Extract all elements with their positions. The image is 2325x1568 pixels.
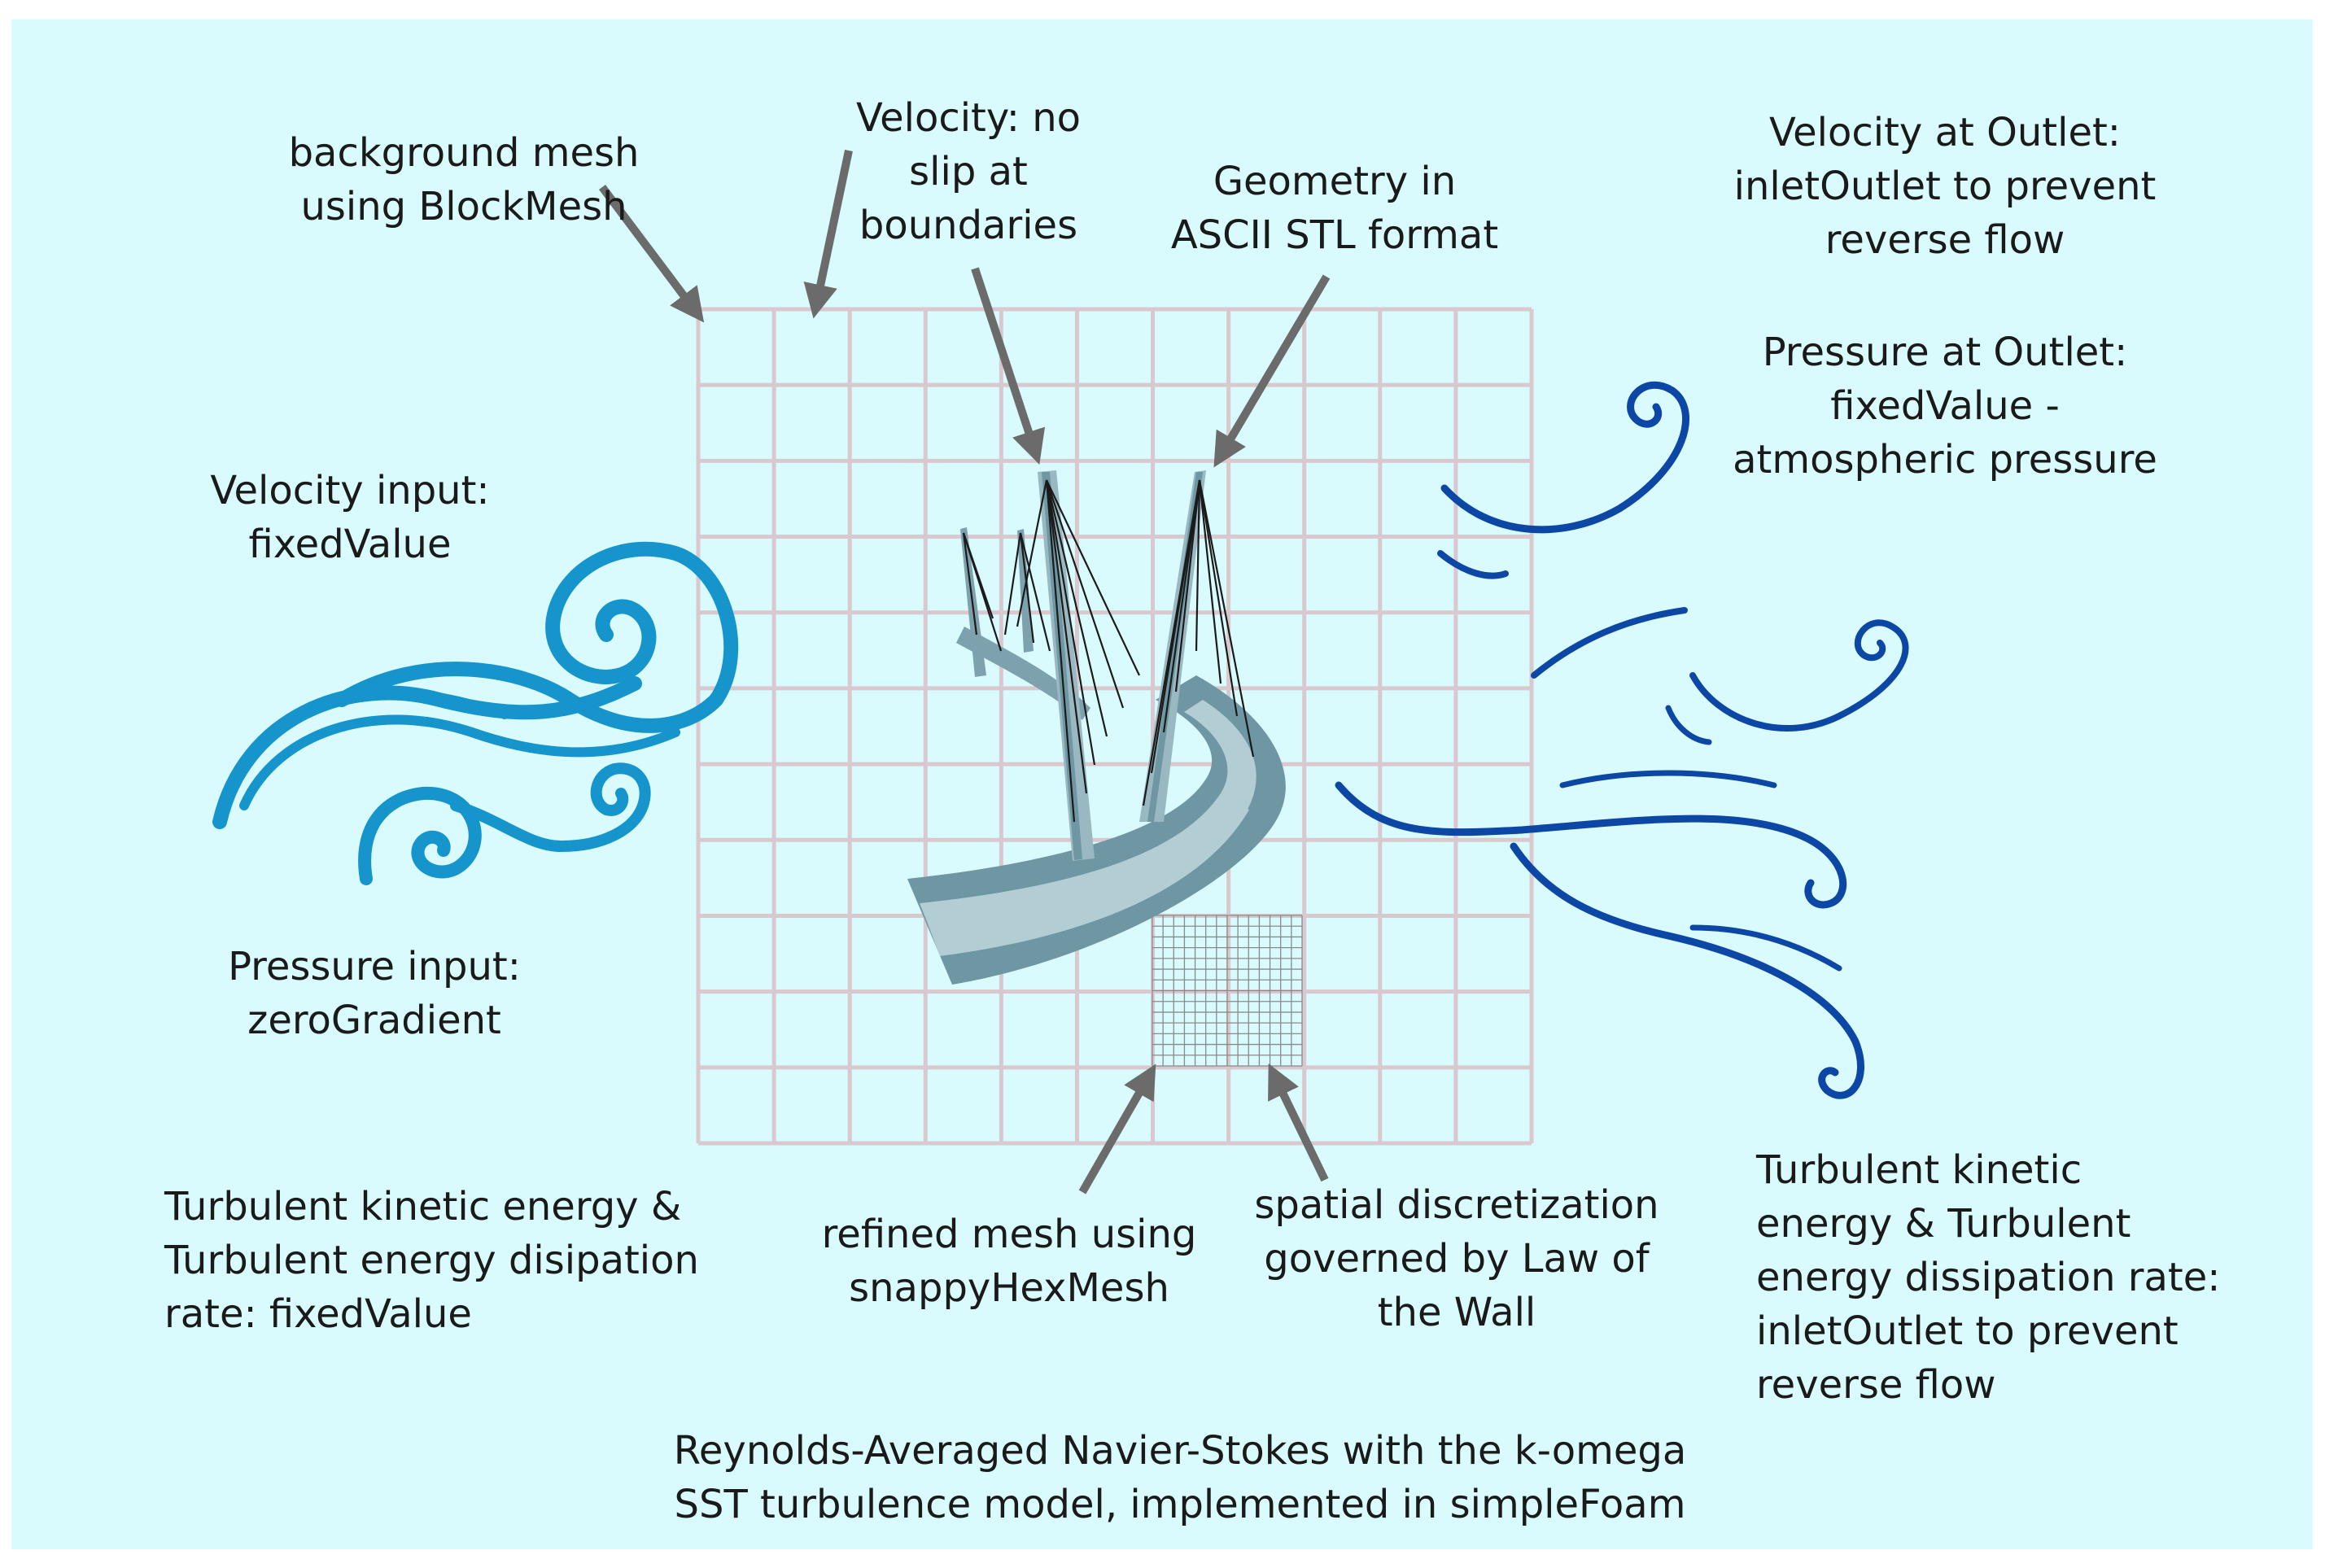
arrow-icon: [971, 267, 1046, 465]
label-line: energy dissipation rate:: [1756, 1255, 2221, 1300]
refined-mesh-grid: [1152, 915, 1303, 1067]
label-line: using BlockMesh: [300, 184, 627, 229]
label-pressure-input: Pressure input: zeroGradient: [195, 940, 553, 1047]
label-line: rate: fixedValue: [164, 1291, 472, 1337]
label-pressure-outlet: Pressure at Outlet: fixedValue - atmosph…: [1709, 325, 2181, 487]
label-line: background mesh: [288, 130, 640, 176]
label-line: atmospheric pressure: [1733, 437, 2157, 483]
arrow-icon: [1268, 1063, 1329, 1182]
label-line: Turbulent energy disipation: [164, 1238, 699, 1283]
label-line: Turbulent kinetic: [1756, 1147, 2082, 1193]
label-line: snappyHexMesh: [849, 1265, 1169, 1311]
label-line: Pressure at Outlet:: [1762, 330, 2128, 375]
label-turbulent-outlet: Turbulent kinetic energy & Turbulent ene…: [1756, 1143, 2277, 1412]
label-line: Velocity input:: [210, 468, 490, 513]
inlet-wind-swirl-icon: [212, 541, 739, 885]
label-line: fixedValue -: [1830, 383, 2060, 429]
label-turbulent-inlet: Turbulent kinetic energy & Turbulent ene…: [164, 1180, 734, 1341]
label-line: inletOutlet to prevent: [1756, 1308, 2179, 1354]
label-velocity-input: Velocity input: fixedValue: [171, 464, 529, 571]
arrow-icon: [599, 184, 705, 323]
label-line: ASCII STL format: [1170, 212, 1499, 258]
label-line: fixedValue: [248, 522, 452, 567]
label-line: Pressure input:: [228, 944, 521, 989]
arrow-icon: [803, 149, 853, 319]
background-mesh-grid: [696, 307, 1534, 1146]
label-line: Velocity at Outlet:: [1769, 110, 2121, 155]
label-line: reverse flow: [1756, 1362, 1996, 1408]
label-line: the Wall: [1377, 1290, 1536, 1335]
label-refined-mesh: refined mesh using snappyHexMesh: [806, 1208, 1213, 1315]
arrow-icon: [1213, 274, 1331, 468]
arrow-icons: [599, 149, 1331, 1195]
arrow-icon: [1078, 1064, 1156, 1195]
label-line: zeroGradient: [247, 998, 501, 1043]
label-line: SST turbulence model, implemented in sim…: [674, 1482, 1686, 1527]
label-line: reverse flow: [1825, 217, 2065, 263]
label-spatial-discretization: spatial discretization governed by Law o…: [1229, 1178, 1685, 1339]
label-velocity-no-slip: Velocity: no slip at boundaries: [814, 91, 1123, 252]
outlet-wind-streak-icon: [1335, 381, 1909, 1099]
label-velocity-outlet: Velocity at Outlet: inletOutlet to preve…: [1693, 106, 2197, 267]
label-line: boundaries: [859, 203, 1078, 248]
label-geometry-stl: Geometry in ASCII STL format: [1139, 155, 1530, 262]
label-line: inletOutlet to prevent: [1733, 164, 2157, 209]
label-line: spatial discretization: [1254, 1182, 1659, 1228]
label-line: slip at: [909, 149, 1028, 194]
label-line: Velocity: no: [855, 95, 1082, 141]
label-line: Turbulent kinetic energy &: [164, 1184, 682, 1230]
label-line: energy & Turbulent: [1756, 1201, 2131, 1247]
label-model-caption: Reynolds-Averaged Navier-Stokes with the…: [627, 1424, 1733, 1531]
label-line: Reynolds-Averaged Navier-Stokes with the…: [673, 1428, 1687, 1474]
label-line: refined mesh using: [821, 1212, 1197, 1257]
label-line: Geometry in: [1213, 159, 1457, 204]
cable-stayed-bridge-icon: [907, 470, 1286, 985]
label-line: governed by Law of: [1264, 1236, 1650, 1282]
label-background-mesh: background mesh using BlockMesh: [236, 126, 692, 234]
